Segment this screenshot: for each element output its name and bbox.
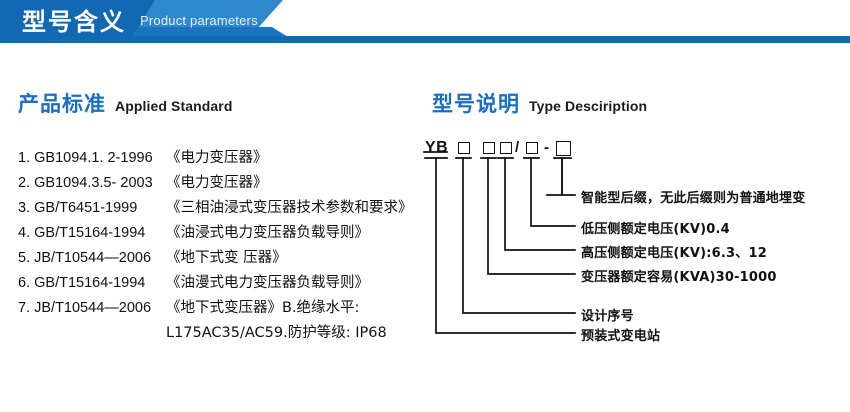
- callout-label-prefab-substation: 预装式变电站: [581, 329, 661, 344]
- list-item: 6. GB/T15164-1994 《油漫式电力变压器负载导则》: [18, 271, 438, 296]
- leader-prefab-substation: [435, 157, 576, 334]
- section-heading-type-description: 型号说明 Type Desciription: [432, 88, 647, 118]
- page-header-banner: 型号含义 Product parameters: [0, 0, 850, 48]
- list-item: 2. GB1094.3.5- 2003 《电力变压器》: [18, 171, 438, 196]
- standard-name: 《电力变压器》: [166, 150, 268, 166]
- model-code-box-2: [483, 142, 495, 154]
- standard-code: 2. GB1094.3.5- 2003: [18, 175, 153, 191]
- model-code-dash: -: [544, 139, 549, 156]
- leader-hv-voltage: [504, 157, 576, 251]
- standard-name: 《三相油浸式变压器技术参数和要求》: [166, 200, 413, 216]
- leader-lv-voltage: [530, 157, 576, 227]
- standard-continuation-line: L175AC35/AC59.防护等级: IP68: [166, 325, 387, 341]
- banner-block-main: [0, 0, 155, 37]
- standard-code: 5. JB/T10544—2006: [18, 250, 152, 266]
- leader-smart-suffix-2: [561, 157, 576, 196]
- model-code-box-1: [458, 142, 470, 154]
- standard-code: 1. GB1094.1. 2-1996: [18, 150, 153, 166]
- standard-name: 《油浸式电力变压器负载导则》: [166, 225, 369, 241]
- banner-wedge-light: [128, 0, 283, 28]
- callout-label-smart-suffix: 智能型后缀，无此后缀则为普通地埋变: [581, 191, 806, 206]
- callout-label-design-serial: 设计序号: [581, 309, 634, 324]
- model-code-slash: /: [515, 139, 520, 156]
- list-item: 3. GB/T6451-1999 《三相油浸式变压器技术参数和要求》: [18, 196, 438, 221]
- model-code-box-5: [556, 141, 571, 156]
- callout-label-hv-rated-voltage: 高压侧额定电压(KV):6.3、12: [581, 246, 767, 261]
- standard-name: 《地下式变 压器》: [166, 250, 287, 266]
- standard-code: 3. GB/T6451-1999: [18, 200, 138, 216]
- list-item: 5. JB/T10544—2006 《地下式变 压器》: [18, 246, 438, 271]
- list-item: 4. GB/T15164-1994 《油浸式电力变压器负载导则》: [18, 221, 438, 246]
- leader-rated-capacity: [487, 157, 576, 275]
- section-heading-applied-standard: 产品标准 Applied Standard: [18, 88, 233, 118]
- section-heading-en: Applied Standard: [115, 98, 233, 114]
- banner-title-cn: 型号含义: [22, 8, 126, 36]
- leader-smart-suffix: [546, 157, 563, 196]
- type-description-diagram: YB / -: [415, 138, 850, 348]
- section-heading-cn: 产品标准: [18, 92, 106, 116]
- standard-code: 4. GB/T15164-1994: [18, 225, 146, 241]
- standard-name: 《油漫式电力变压器负载导则》: [166, 275, 369, 291]
- standard-name: 《地下式变压器》B.绝缘水平:: [166, 300, 360, 316]
- leader-design-serial: [462, 157, 576, 314]
- standard-code: 7. JB/T10544—2006: [18, 300, 152, 316]
- model-code-box-3: [500, 142, 512, 154]
- callout-label-rated-capacity: 变压器额定容易(KVA)30-1000: [581, 270, 777, 285]
- section-heading-en: Type Desciription: [529, 98, 648, 114]
- callout-label-lv-rated-voltage: 低压侧额定电压(KV)0.4: [581, 222, 730, 237]
- standard-name: 《电力变压器》: [166, 175, 268, 191]
- list-item: 7. JB/T10544—2006 《地下式变压器》B.绝缘水平:: [18, 296, 438, 321]
- banner-title-en: Product parameters: [140, 13, 258, 28]
- list-item: 1. GB1094.1. 2-1996 《电力变压器》: [18, 146, 438, 171]
- banner-shapes: [0, 0, 850, 43]
- standard-code: 6. GB/T15164-1994: [18, 275, 146, 291]
- applied-standards-list: 1. GB1094.1. 2-1996 《电力变压器》 2. GB1094.3.…: [18, 146, 438, 346]
- callout-leader-lines: [423, 151, 576, 334]
- model-code-box-4: [526, 142, 538, 154]
- section-heading-cn: 型号说明: [432, 92, 520, 116]
- banner-bottom-rule: [0, 36, 850, 43]
